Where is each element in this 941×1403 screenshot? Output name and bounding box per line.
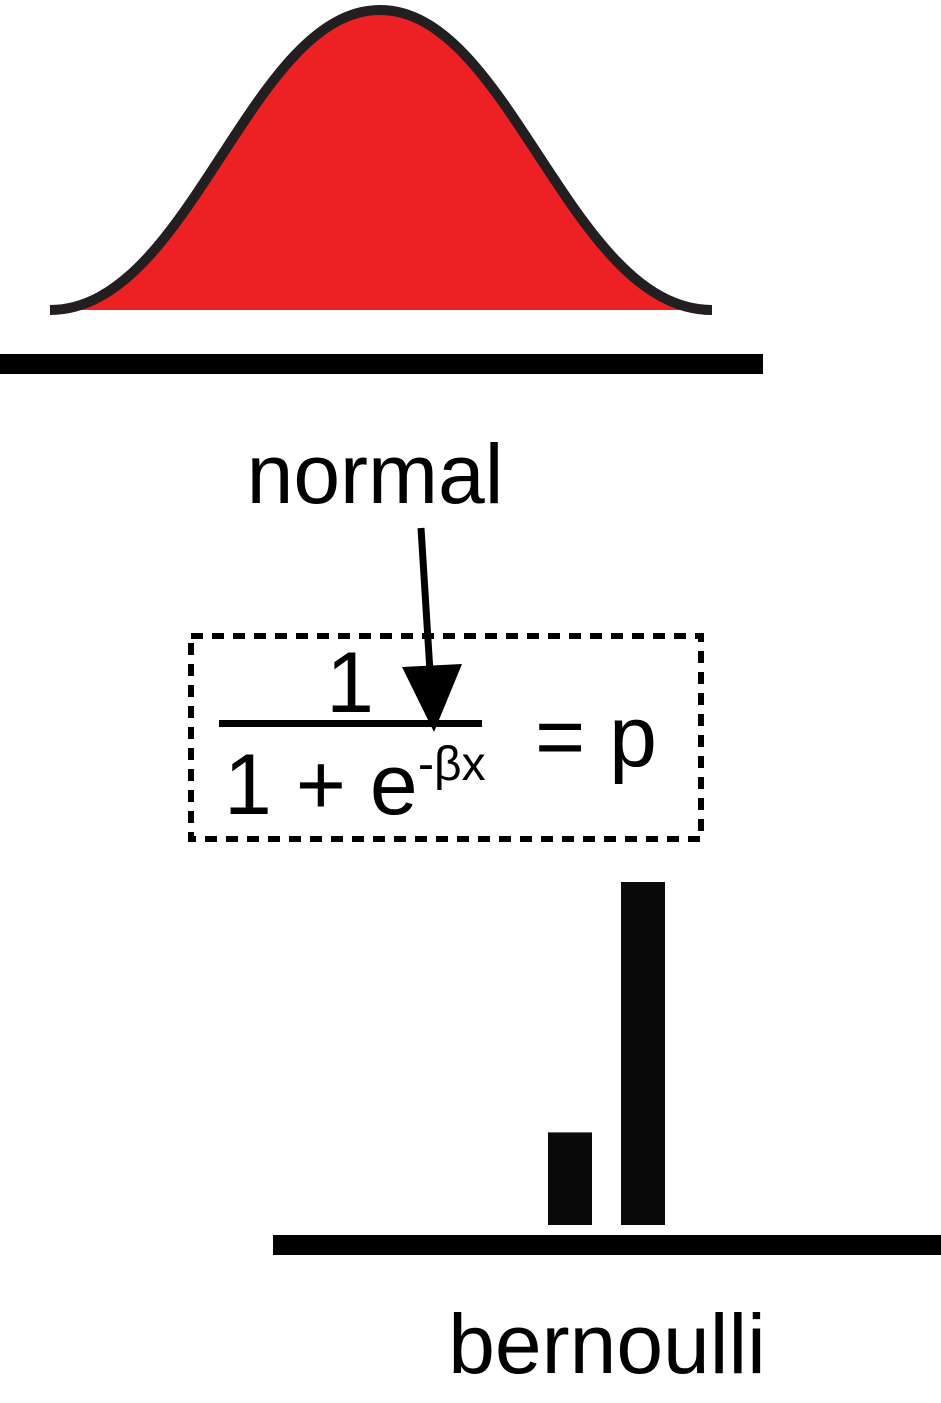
normal-curve-outline [49, 4, 713, 315]
normal-label: normal [247, 427, 504, 521]
normal-baseline [0, 354, 763, 374]
formula-box: 1 1 + e -βx = p [188, 633, 704, 842]
bernoulli-label: bernoulli [448, 1297, 766, 1391]
formula-denominator-base: 1 + e [224, 737, 418, 833]
formula-numerator: 1 [326, 635, 374, 731]
arrow-head [402, 664, 462, 732]
arrow-down-icon [402, 527, 462, 732]
fraction-bar [219, 720, 482, 727]
bernoulli-distribution: bernoulli [273, 882, 941, 1391]
dashed-box-icon [188, 633, 704, 842]
formula-rhs: = p [535, 689, 657, 785]
bernoulli-bars [548, 882, 665, 1225]
bernoulli-bar-1 [621, 882, 665, 1225]
bernoulli-baseline [273, 1235, 941, 1255]
arrow-shaft [417, 527, 434, 673]
normal-distribution: normal [0, 4, 763, 521]
formula-exponent: -βx [418, 738, 486, 791]
normal-curve-fill [50, 10, 712, 310]
bernoulli-bar-0 [548, 1132, 592, 1225]
